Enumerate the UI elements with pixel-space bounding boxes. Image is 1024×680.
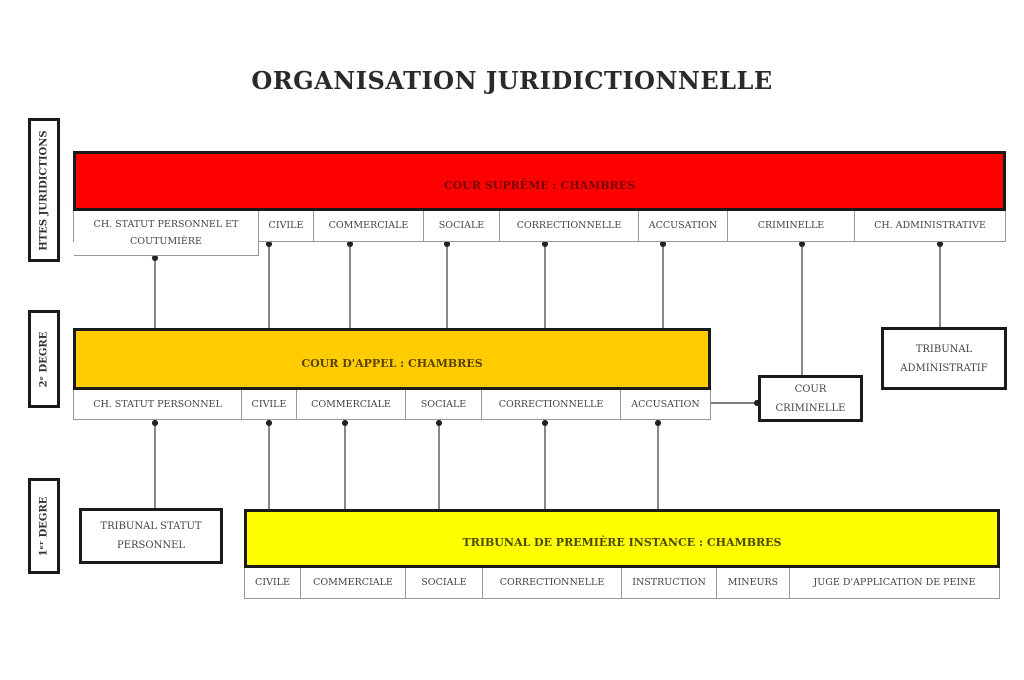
tribunal-statut-personnel-line1: TRIBUNAL STATUT bbox=[100, 521, 202, 532]
cour-appel-chamber-statut-personnel[interactable]: CH. STATUT PERSONNEL bbox=[74, 390, 242, 419]
tpi-chamber-correctionnelle[interactable]: CORRECTIONNELLE bbox=[483, 568, 622, 598]
tribunal-administratif-box[interactable]: TRIBUNAL ADMINISTRATIF bbox=[881, 327, 1007, 390]
tribunal-administratif-line2: ADMINISTRATIF bbox=[900, 362, 988, 374]
cour-supreme-chamber-civile[interactable]: CIVILE bbox=[259, 211, 314, 241]
tribunal-administratif-line1: TRIBUNAL bbox=[915, 343, 973, 355]
cour-supreme-chamber-commerciale[interactable]: COMMERCIALE bbox=[314, 211, 424, 241]
cour-criminelle-line2: CRIMINELLE bbox=[775, 402, 846, 414]
tribunal-premiere-instance-chambers: CIVILE COMMERCIALE SOCIALE CORRECTIONNEL… bbox=[244, 568, 1000, 599]
level-label-high-courts: HTES JURIDICTIONS bbox=[28, 118, 60, 262]
tribunal-statut-personnel-box[interactable]: TRIBUNAL STATUT PERSONNEL bbox=[79, 508, 223, 564]
tpi-chamber-instruction[interactable]: INSTRUCTION bbox=[622, 568, 717, 598]
cour-appel-chamber-commerciale[interactable]: COMMERCIALE bbox=[297, 390, 406, 419]
level-label-second-degree: 2ᵉ DEGRE bbox=[28, 310, 60, 408]
cour-appel-label: COUR D'APPEL : CHAMBRES bbox=[301, 356, 483, 370]
cour-supreme-chamber-administrative[interactable]: CH. ADMINISTRATIVE bbox=[874, 220, 986, 232]
cour-appel-chamber-correctionnelle[interactable]: CORRECTIONNELLE bbox=[482, 390, 621, 419]
level-label-first-degree: 1ᵉʳ DEGRE bbox=[28, 478, 60, 574]
cour-criminelle-box[interactable]: COUR CRIMINELLE bbox=[758, 375, 863, 422]
cour-supreme-label: COUR SUPRÊME : CHAMBRES bbox=[443, 178, 636, 192]
cour-criminelle-line1: COUR bbox=[794, 383, 827, 395]
cour-supreme-chamber-statut-personnel[interactable]: CH. STATUT PERSONNEL ET COUTUMIÈRE bbox=[74, 211, 259, 256]
tpi-chamber-commerciale[interactable]: COMMERCIALE bbox=[301, 568, 406, 598]
cour-supreme-chamber-criminelle[interactable]: CRIMINELLE bbox=[728, 211, 855, 241]
diagram-title: ORGANISATION JURIDICTIONNELLE bbox=[251, 66, 773, 95]
cour-supreme-chamber-sociale[interactable]: SOCIALE bbox=[424, 211, 500, 241]
tribunal-statut-personnel-line2: PERSONNEL bbox=[116, 540, 186, 551]
cour-appel-chambers: CH. STATUT PERSONNEL CIVILE COMMERCIALE … bbox=[73, 390, 711, 420]
tribunal-premiere-instance-label: TRIBUNAL DE PREMIÈRE INSTANCE : CHAMBRES bbox=[462, 536, 782, 549]
cour-appel-chamber-civile[interactable]: CIVILE bbox=[242, 390, 297, 419]
cour-appel-chamber-accusation[interactable]: ACCUSATION bbox=[631, 398, 700, 410]
cour-supreme-chambers: CH. STATUT PERSONNEL ET COUTUMIÈRE CIVIL… bbox=[73, 211, 1006, 256]
tpi-chamber-mineurs[interactable]: MINEURS bbox=[717, 568, 790, 598]
tpi-chamber-civile[interactable]: CIVILE bbox=[245, 568, 301, 598]
cour-supreme-bar[interactable]: COUR SUPRÊME : CHAMBRES bbox=[73, 151, 1006, 211]
cour-supreme-chamber-accusation[interactable]: ACCUSATION bbox=[639, 211, 728, 241]
cour-supreme-chamber-correctionnelle[interactable]: CORRECTIONNELLE bbox=[500, 211, 639, 241]
tpi-chamber-juge-application-peine[interactable]: JUGE D'APPLICATION DE PEINE bbox=[813, 577, 976, 589]
cour-appel-bar[interactable]: COUR D'APPEL : CHAMBRES bbox=[73, 328, 711, 390]
tpi-chamber-sociale[interactable]: SOCIALE bbox=[406, 568, 483, 598]
tribunal-premiere-instance-bar[interactable]: TRIBUNAL DE PREMIÈRE INSTANCE : CHAMBRES bbox=[244, 509, 1000, 568]
cour-appel-chamber-sociale[interactable]: SOCIALE bbox=[406, 390, 482, 419]
